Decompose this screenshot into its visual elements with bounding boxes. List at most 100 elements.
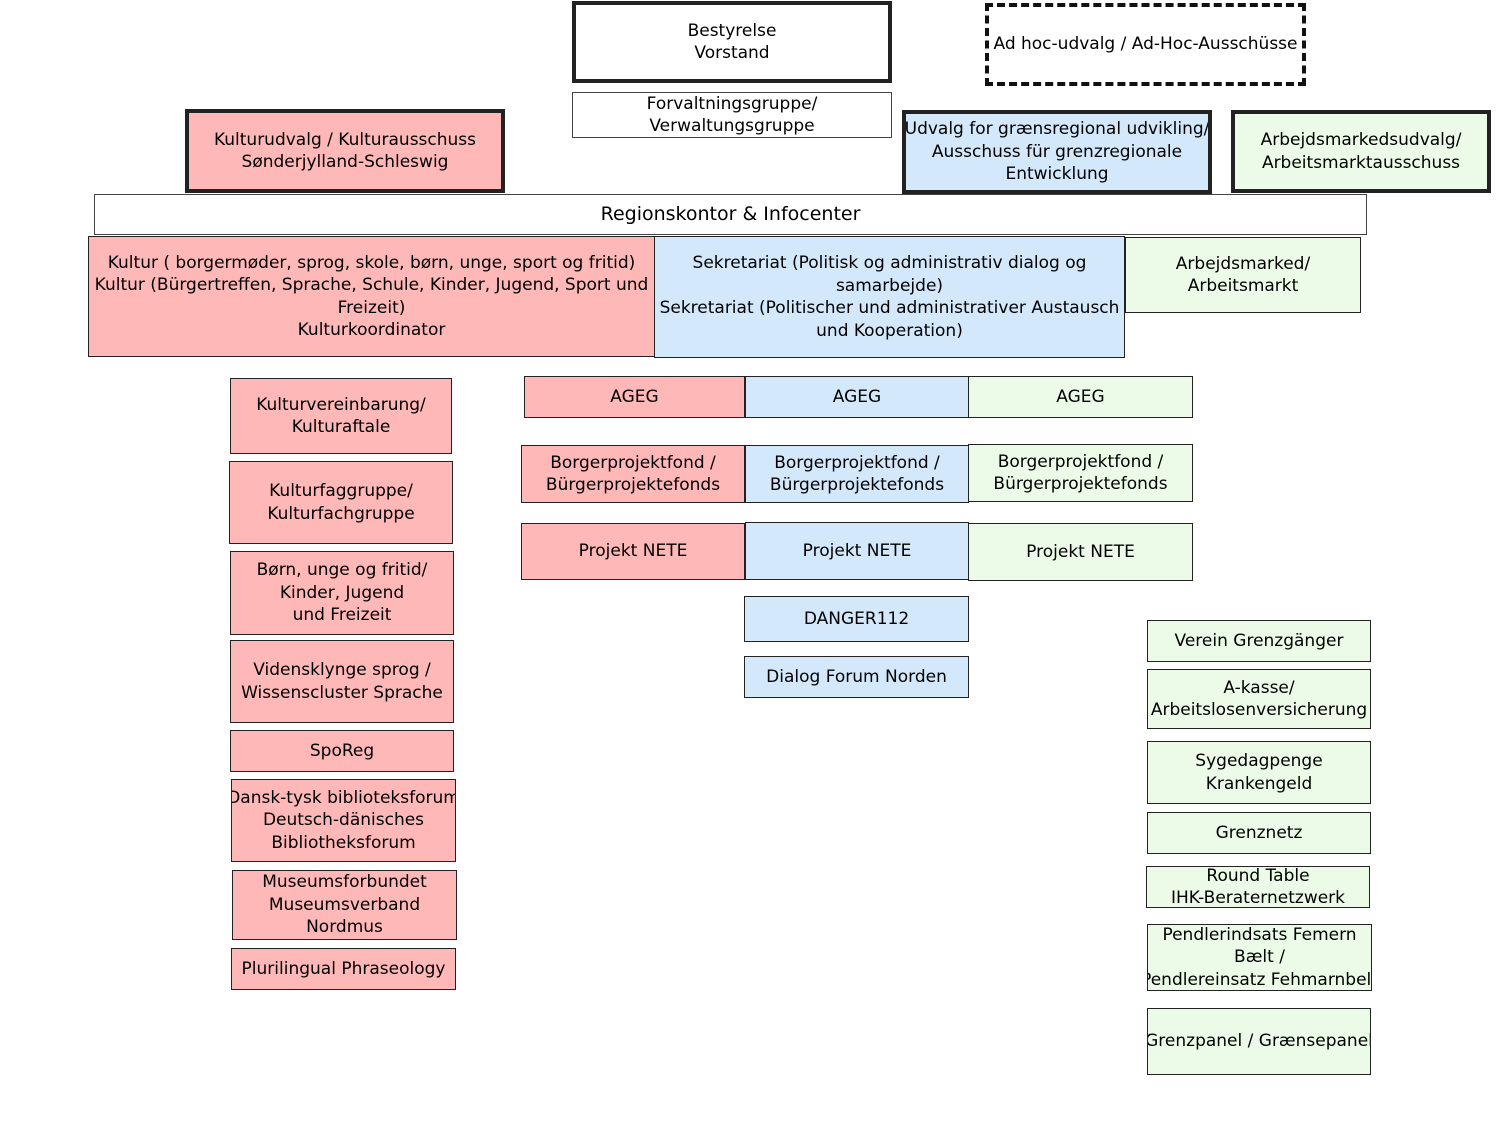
secretariat-department-box: Sekretariat (Politisk og administrativ d… [654, 236, 1125, 358]
box-label-line: Forvaltningsgruppe/ [646, 93, 818, 114]
box-label-line: Bestyrelse [687, 20, 777, 41]
box-label-line: Projekt NETE [578, 541, 688, 562]
nete-culture-box: Projekt NETE [521, 523, 745, 580]
box-label-line: Arbeitsmarkt [1187, 276, 1299, 296]
box-label-line: Vorstand [694, 43, 770, 63]
box-label-line: Regionskontor & Infocenter [600, 203, 861, 226]
box-label-line: Kinder, Jugend [279, 582, 405, 603]
box-label-line: Borgerprojektfond / [774, 452, 940, 473]
culture-item-box: SpoReg [230, 730, 454, 772]
labour-committee-box: Arbejdsmarkedsudvalg/Arbeitsmarktausschu… [1231, 110, 1491, 193]
box-label-line: Ad hoc-udvalg / Ad-Hoc-Ausschüsse [993, 34, 1298, 55]
box-label-line: Arbeitslosenversicherung [1150, 700, 1368, 720]
culture-item-box: Kulturvereinbarung/Kulturaftale [230, 378, 452, 454]
box-label-line: Nordmus [306, 917, 383, 938]
box-label-line: Ausschuss für grenzregionale [931, 141, 1183, 162]
box-label-line: Bürgerprojektefonds [993, 474, 1168, 494]
labour-item-box: A-kasse/Arbeitslosenversicherung [1147, 669, 1371, 729]
regional-office-box: Regionskontor & Infocenter [94, 194, 1367, 235]
box-label-line: Kultur (Bürgertreffen, Sprache, Schule, … [94, 275, 649, 295]
box-label-line: und Kooperation) [816, 320, 963, 341]
box-label-line: Grenzpanel / Grænsepanel [1147, 1031, 1371, 1052]
box-label-line: Entwicklung [1005, 164, 1109, 185]
box-label-line: SpoReg [309, 740, 375, 761]
nete-secretariat-box: Projekt NETE [745, 522, 969, 580]
box-label-line: Borgerprojektfond / [997, 451, 1164, 472]
box-label-line: Sygedagpenge [1195, 751, 1323, 771]
box-label-line: Vidensklynge sprog / [253, 660, 431, 680]
labour-item-box: Grenzpanel / Grænsepanel [1147, 1008, 1371, 1075]
labour-item-box: Grenznetz [1147, 812, 1371, 854]
box-label-line: IHK-Beraternetzwerk [1170, 888, 1346, 908]
box-label-line: Kulturkoordinator [297, 320, 446, 340]
box-label-line: Pendlerindsats Femern [1162, 924, 1357, 945]
secretariat-item-box: DANGER112 [744, 596, 969, 642]
box-label-line: Bælt / [1234, 947, 1285, 968]
labour-item-box: Verein Grenzgänger [1147, 620, 1371, 662]
box-label-line: AGEG [1056, 386, 1105, 407]
box-label-line: Museumsforbundet [262, 872, 427, 893]
box-label-line: und Freizeit [292, 605, 392, 626]
box-label-line: Bürgerprojektefonds [545, 475, 721, 495]
crossborder-committee-box: Udvalg for grænsregional udvikling/Aussc… [902, 110, 1212, 194]
box-label-line: Bibliotheksforum [271, 832, 416, 853]
box-label-line: Verwaltungsgruppe [649, 116, 815, 136]
box-label-line: A-kasse/ [1223, 677, 1295, 698]
box-label-line: Arbejdsmarked/ [1175, 253, 1311, 274]
nete-labour-box: Projekt NETE [968, 523, 1193, 581]
administration-group-box: Forvaltningsgruppe/Verwaltungsgruppe [572, 92, 892, 138]
box-label-line: Sønderjylland-Schleswig [241, 152, 449, 172]
box-label-line: samarbejde) [835, 275, 944, 296]
box-label-line: AGEG [610, 386, 659, 407]
citizen-fund-secretariat-box: Borgerprojektfond /Bürgerprojektefonds [745, 445, 969, 503]
box-label-line: Arbeitsmarktausschuss [1261, 152, 1461, 173]
culture-item-box: Plurilingual Phraseology [231, 948, 456, 990]
box-label-line: Dansk-tysk biblioteksforum [231, 787, 456, 808]
citizen-fund-culture-box: Borgerprojektfond /Bürgerprojektefonds [521, 445, 745, 503]
box-label-line: Krankengeld [1205, 773, 1313, 794]
citizen-fund-labour-box: Borgerprojektfond /Bürgerprojektefonds [968, 444, 1193, 502]
ageg-culture-box: AGEG [524, 376, 745, 418]
secretariat-item-box: Dialog Forum Norden [744, 656, 969, 698]
box-label-line: Wissenscluster Sprache [241, 682, 443, 703]
box-label-line: Plurilingual Phraseology [241, 958, 446, 979]
box-label-line: Freizeit) [337, 297, 406, 318]
box-label-line: Borgerprojektfond / [550, 452, 716, 473]
culture-item-box: Vidensklynge sprog /Wissenscluster Sprac… [230, 640, 454, 723]
culture-item-box: Kulturfaggruppe/Kulturfachgruppe [229, 461, 453, 544]
ageg-secretariat-box: AGEG [745, 376, 969, 418]
box-label-line: Kulturudvalg / Kulturausschuss [213, 129, 477, 150]
box-label-line: Round Table [1206, 866, 1310, 886]
box-label-line: Bürgerprojektefonds [769, 475, 945, 495]
box-label-line: Pendlereinsatz Fehmarnbelt [1147, 969, 1372, 990]
box-label-line: Arbejdsmarkedsudvalg/ [1260, 130, 1462, 150]
box-label-line: Børn, unge og fritid/ [256, 560, 428, 581]
box-label-line: Sekretariat (Politisk og administrativ d… [692, 253, 1087, 273]
box-label-line: Kulturfachgruppe [267, 503, 415, 524]
box-label-line: Kulturfaggruppe/ [269, 481, 413, 501]
box-label-line: Kultur ( borgermøder, sprog, skole, børn… [107, 252, 636, 273]
box-label-line: Kulturaftale [291, 417, 391, 437]
box-label-line: Museumsverband [268, 894, 421, 915]
box-label-line: Projekt NETE [802, 540, 912, 561]
box-label-line: Udvalg for grænsregional udvikling/ [904, 119, 1210, 140]
box-label-line: AGEG [832, 386, 882, 407]
box-label-line: Grenznetz [1215, 822, 1303, 843]
box-label-line: Sekretariat (Politischer und administrat… [659, 298, 1120, 318]
box-label-line: Kulturvereinbarung/ [256, 394, 426, 415]
adhoc-committees-box: Ad hoc-udvalg / Ad-Hoc-Ausschüsse [985, 3, 1306, 86]
labour-department-box: Arbejdsmarked/Arbeitsmarkt [1125, 237, 1361, 313]
box-label-line: Dialog Forum Norden [766, 666, 947, 687]
box-label-line: Deutsch-dänisches [262, 810, 425, 831]
box-label-line: Projekt NETE [1026, 541, 1135, 562]
ageg-labour-box: AGEG [968, 376, 1193, 418]
culture-department-box: Kultur ( borgermøder, sprog, skole, børn… [88, 236, 655, 357]
box-label-line: Verein Grenzgänger [1174, 630, 1344, 651]
